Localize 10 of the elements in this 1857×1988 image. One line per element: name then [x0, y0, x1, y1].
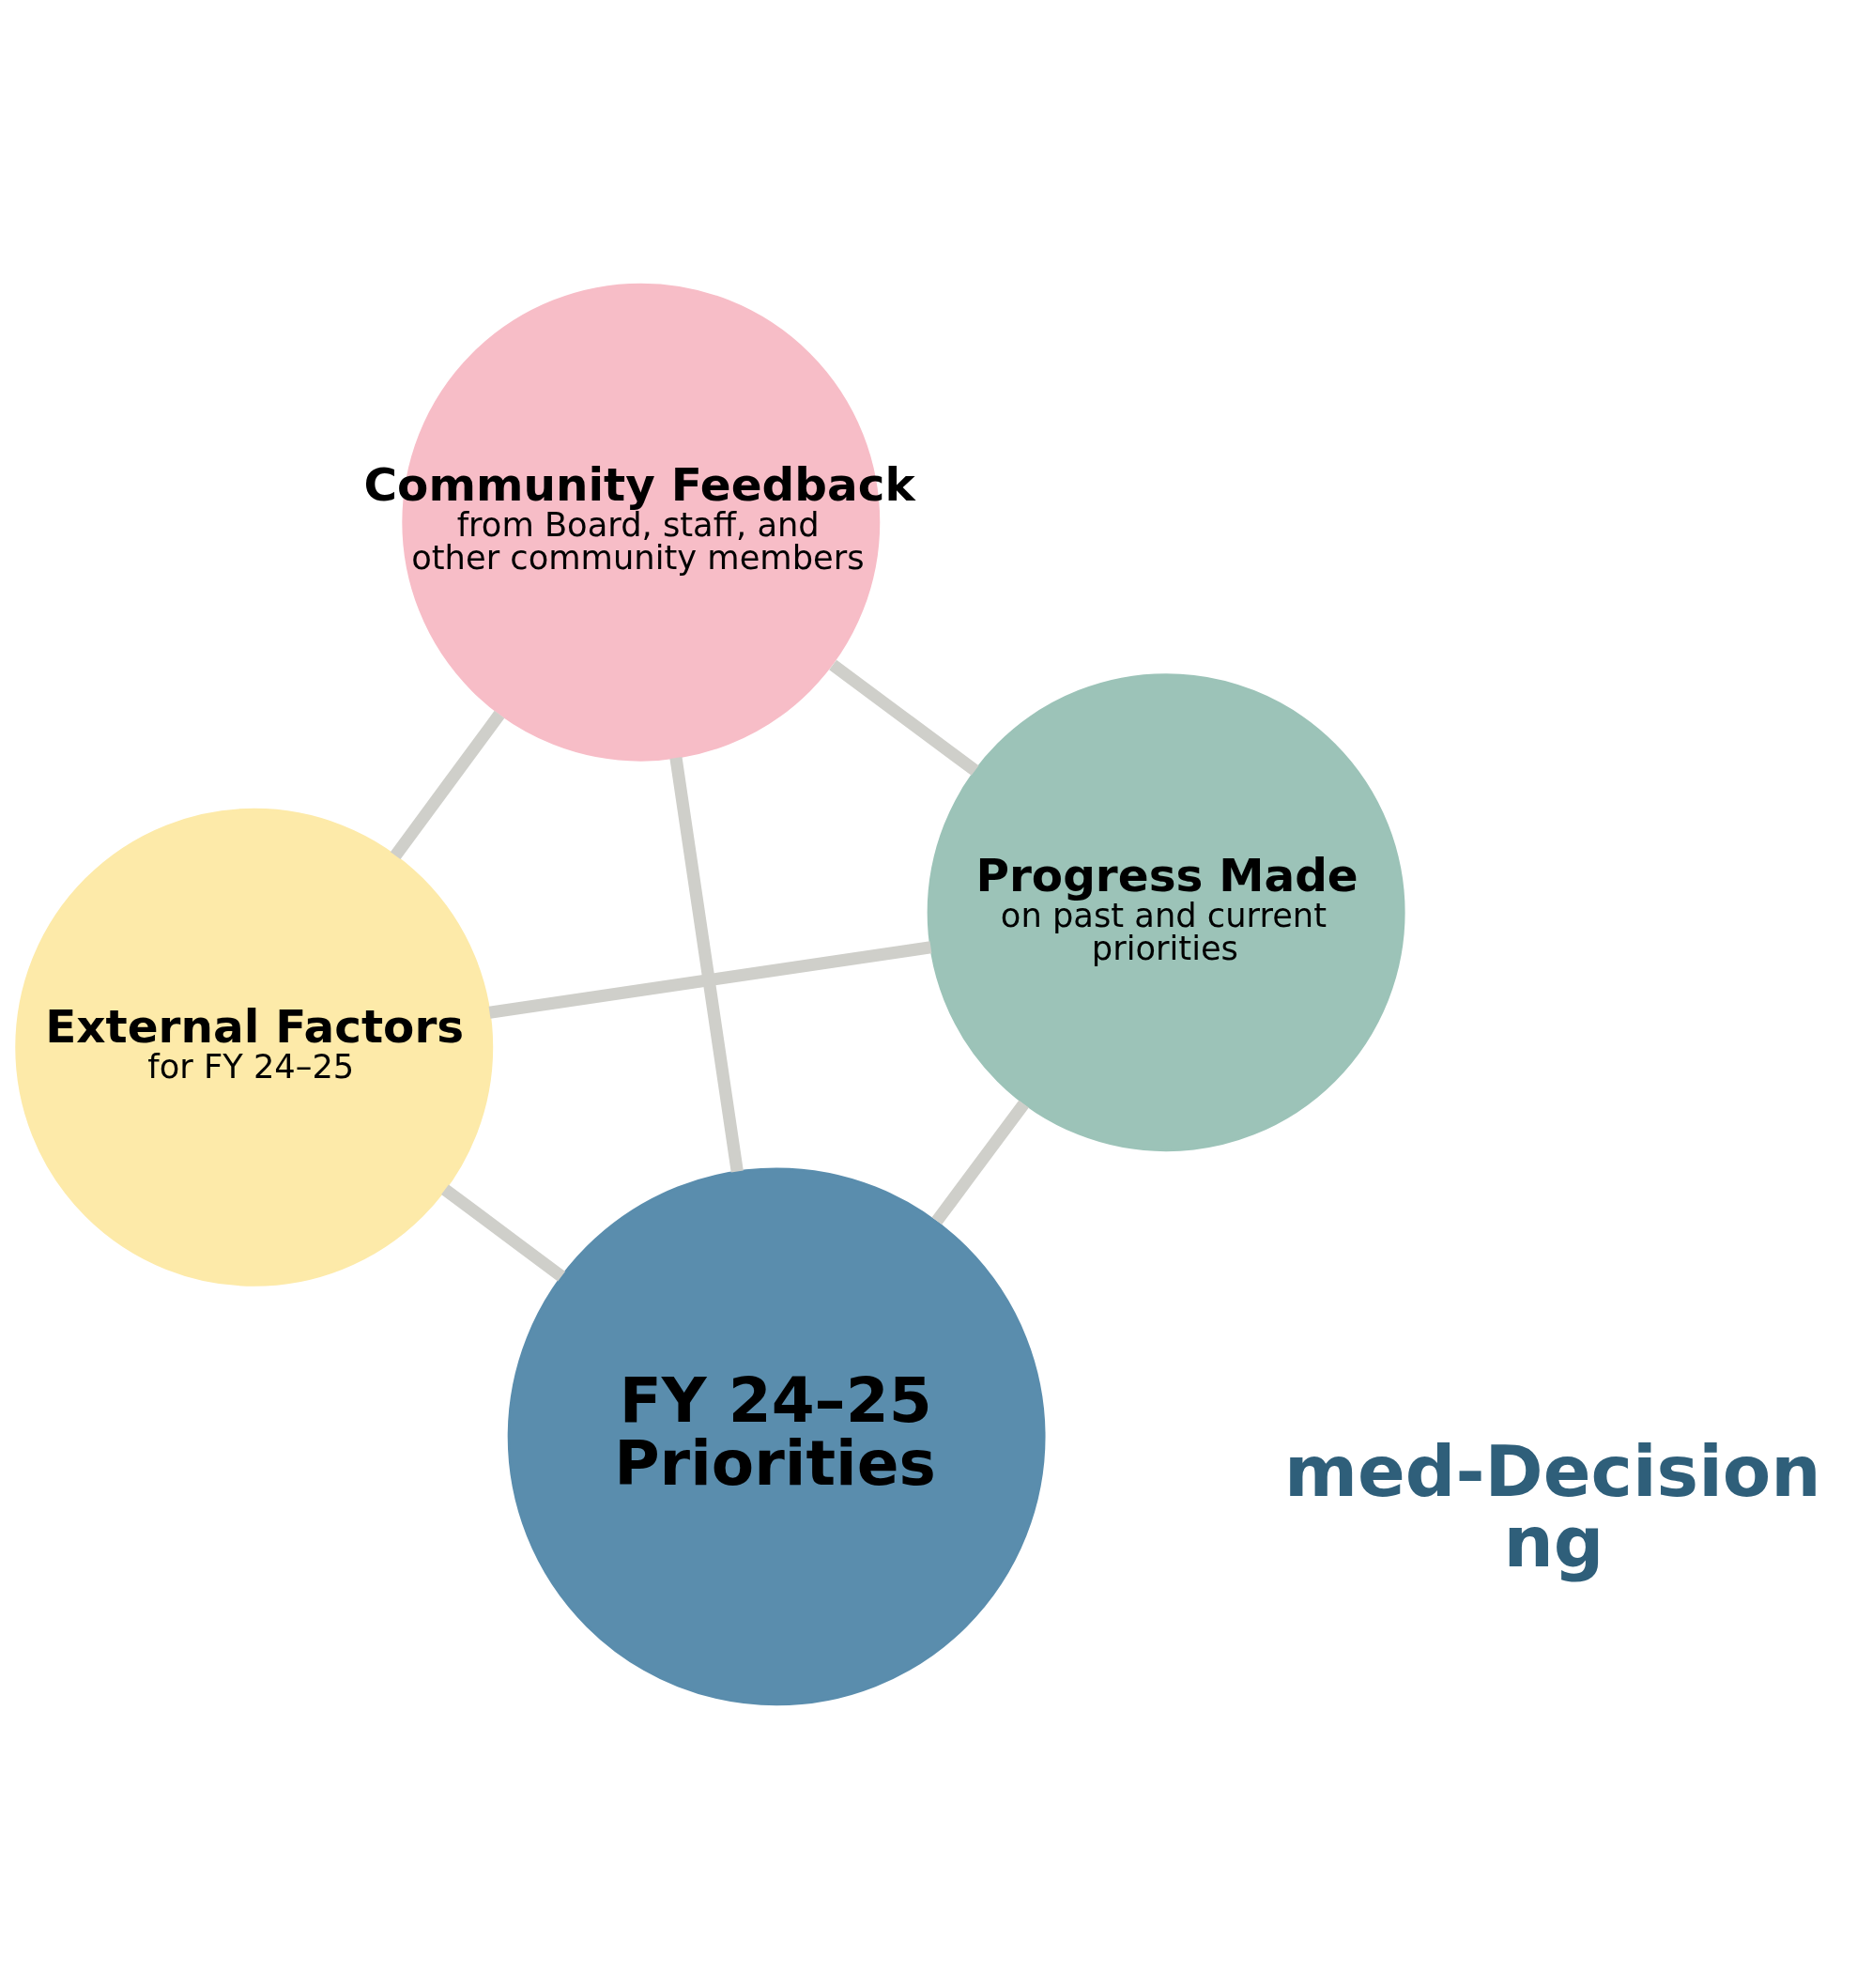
connector [488, 940, 932, 1019]
connector [390, 710, 505, 859]
node-circle: External Factors for FY 24–25 [15, 808, 494, 1287]
connector [669, 756, 744, 1173]
node-circle: Progress Made on past and current priorities [927, 672, 1405, 1151]
connector [829, 659, 979, 776]
connector [441, 1183, 566, 1281]
label: med-Decision ng [1283, 1429, 1821, 1583]
node-circle: FY 24–25 Priorities [507, 1166, 1046, 1705]
connector [931, 1100, 1029, 1225]
